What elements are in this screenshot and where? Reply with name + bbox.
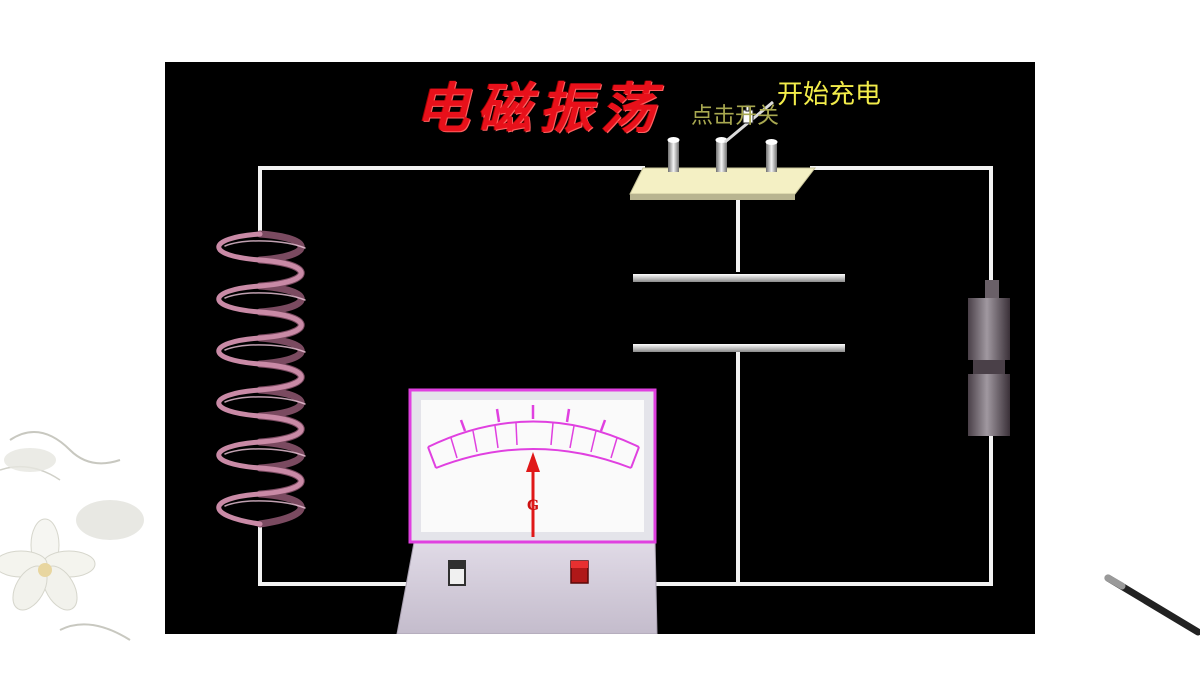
switch-terminal-middle (715, 137, 728, 172)
galvanometer (396, 388, 658, 634)
slide-title: 电磁振荡 (415, 76, 663, 140)
switch-hint-label: 点击开关 (691, 104, 780, 129)
circuit-diagram (216, 100, 1010, 634)
start-charging-button[interactable]: 开始充电 (777, 80, 882, 110)
negative-terminal (448, 560, 466, 586)
decorative-flower-painting (0, 431, 144, 641)
switch-terminal-right (765, 139, 778, 172)
switch-terminal-left (667, 137, 680, 172)
hand-cursor-icon (742, 104, 754, 124)
capacitor-bottom-plate (633, 344, 845, 352)
decorative-brush-icon (1104, 574, 1200, 636)
capacitor (633, 274, 845, 352)
inductor-coil (216, 230, 306, 528)
galvanometer-label: G (527, 498, 539, 514)
meter-needle (526, 452, 540, 537)
positive-terminal (570, 560, 589, 584)
capacitor-top-plate (633, 274, 845, 282)
meter-scale (427, 405, 640, 469)
lc-circuit-animation: 电磁振荡 点击开关 开始充电 G (165, 62, 1035, 634)
resistor (968, 280, 1010, 436)
knife-switch[interactable] (629, 100, 817, 200)
